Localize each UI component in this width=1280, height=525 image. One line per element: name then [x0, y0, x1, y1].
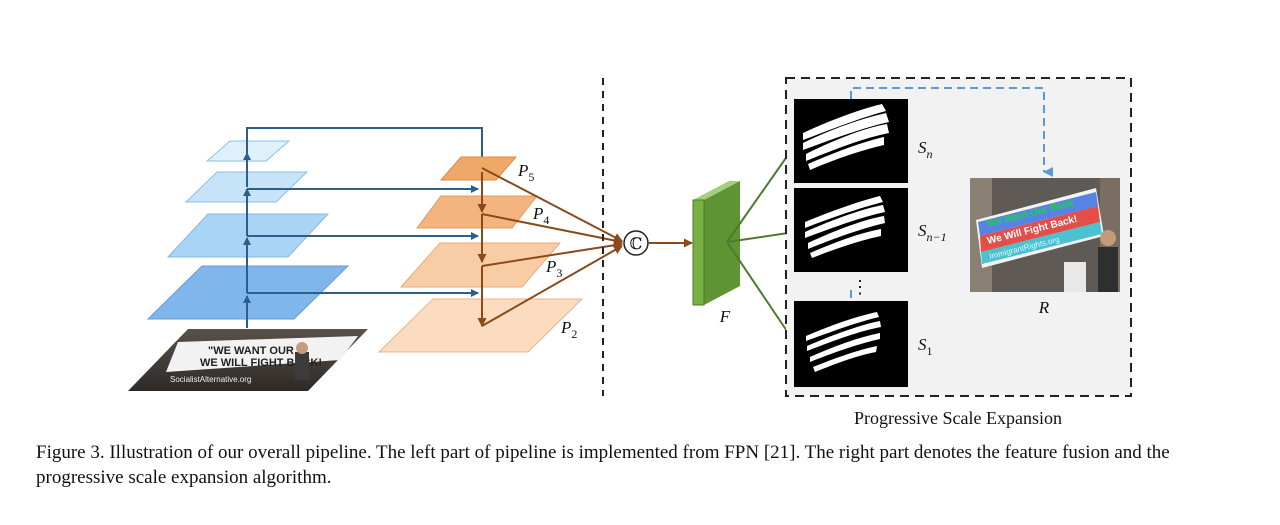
p2-level [377, 298, 584, 353]
input-banner-text-2: WE WILL FIGHT BACK! [200, 357, 322, 369]
bottom-up-pyramid: "WE WANT OUR WE WILL FIGHT BACK! Sociali… [128, 140, 368, 391]
concat-node: ℂ [623, 230, 649, 256]
input-image: "WE WANT OUR WE WILL FIGHT BACK! Sociali… [128, 329, 368, 391]
kernel-map-sn [794, 99, 908, 183]
p2-label: P2 [560, 318, 577, 341]
result-label: R [1038, 298, 1050, 317]
kernel-map-s1 [794, 301, 908, 387]
pipeline-figure: "WE WANT OUR WE WILL FIGHT BACK! Sociali… [128, 77, 1132, 428]
pse-panel: ⋮ Sn Sn−1 S1 We Want Our Back We Wi [785, 77, 1132, 397]
sn-label: Sn [918, 138, 933, 161]
input-banner-text-3: SocialistAlternative.org [170, 375, 251, 384]
figure-caption: Figure 3. Illustration of our overall pi… [36, 442, 1170, 488]
lateral-connections [246, 127, 486, 297]
s1-label: S1 [918, 335, 933, 358]
pse-label: Progressive Scale Expansion [854, 408, 1062, 428]
concat-symbol: ℂ [630, 236, 643, 253]
p4-label: P4 [532, 204, 549, 227]
ellipsis: ⋮ [851, 277, 869, 297]
kernel-map-sn-1 [794, 188, 908, 272]
fused-feature-label: F [719, 307, 731, 326]
result-image: We Want Our Back We Will Fight Back! Imm… [970, 178, 1120, 292]
input-banner-text-1: "WE WANT OUR [208, 345, 294, 357]
p3-level [399, 242, 562, 288]
top-down-pyramid: P5 P4 P3 P2 [377, 156, 623, 353]
p5-level [439, 156, 518, 181]
p3-label: P3 [545, 257, 562, 280]
p5-label: P5 [517, 161, 534, 184]
fused-feature-block [692, 181, 740, 306]
p4-level [416, 195, 539, 229]
sn-1-label: Sn−1 [918, 221, 947, 244]
